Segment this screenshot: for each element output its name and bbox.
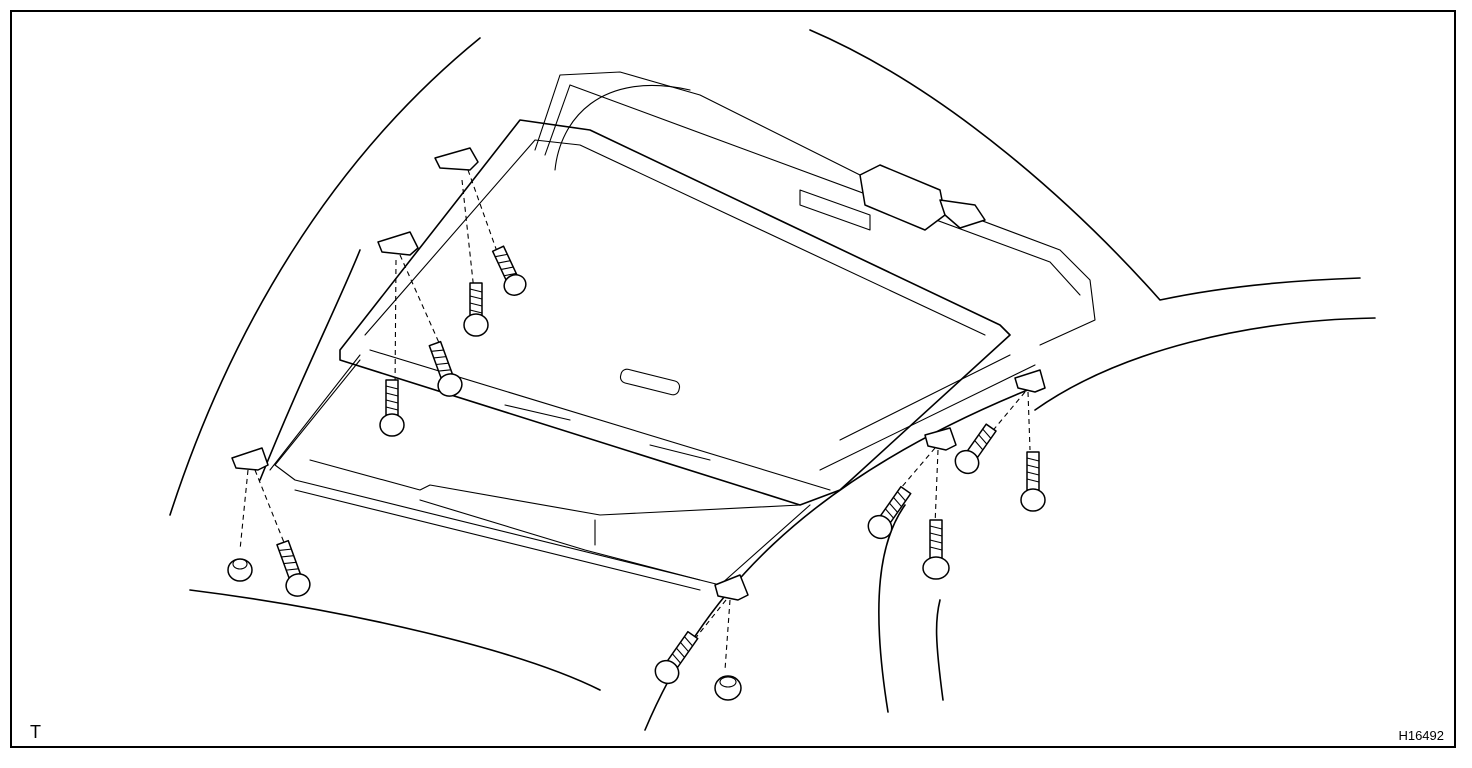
nut [714, 675, 742, 701]
bolt [1020, 451, 1046, 512]
assembly-guide-lines [239, 169, 1031, 671]
bolt [463, 282, 489, 337]
diagram-frame [10, 10, 1456, 748]
bolt [491, 245, 527, 296]
bolt [428, 340, 463, 397]
bolt [954, 423, 997, 475]
roof-body-outline [169, 29, 1376, 731]
bolt [654, 630, 699, 685]
bolt [922, 519, 950, 580]
figure-code: H16492 [1398, 728, 1444, 743]
nut [227, 558, 253, 582]
bolt [379, 379, 405, 437]
bolt [276, 539, 311, 597]
mounting-brackets [231, 147, 1046, 601]
bolts-and-nuts [227, 245, 1046, 701]
housing-frame [269, 71, 1096, 591]
corner-label: T [30, 722, 41, 742]
bolt [867, 485, 912, 540]
